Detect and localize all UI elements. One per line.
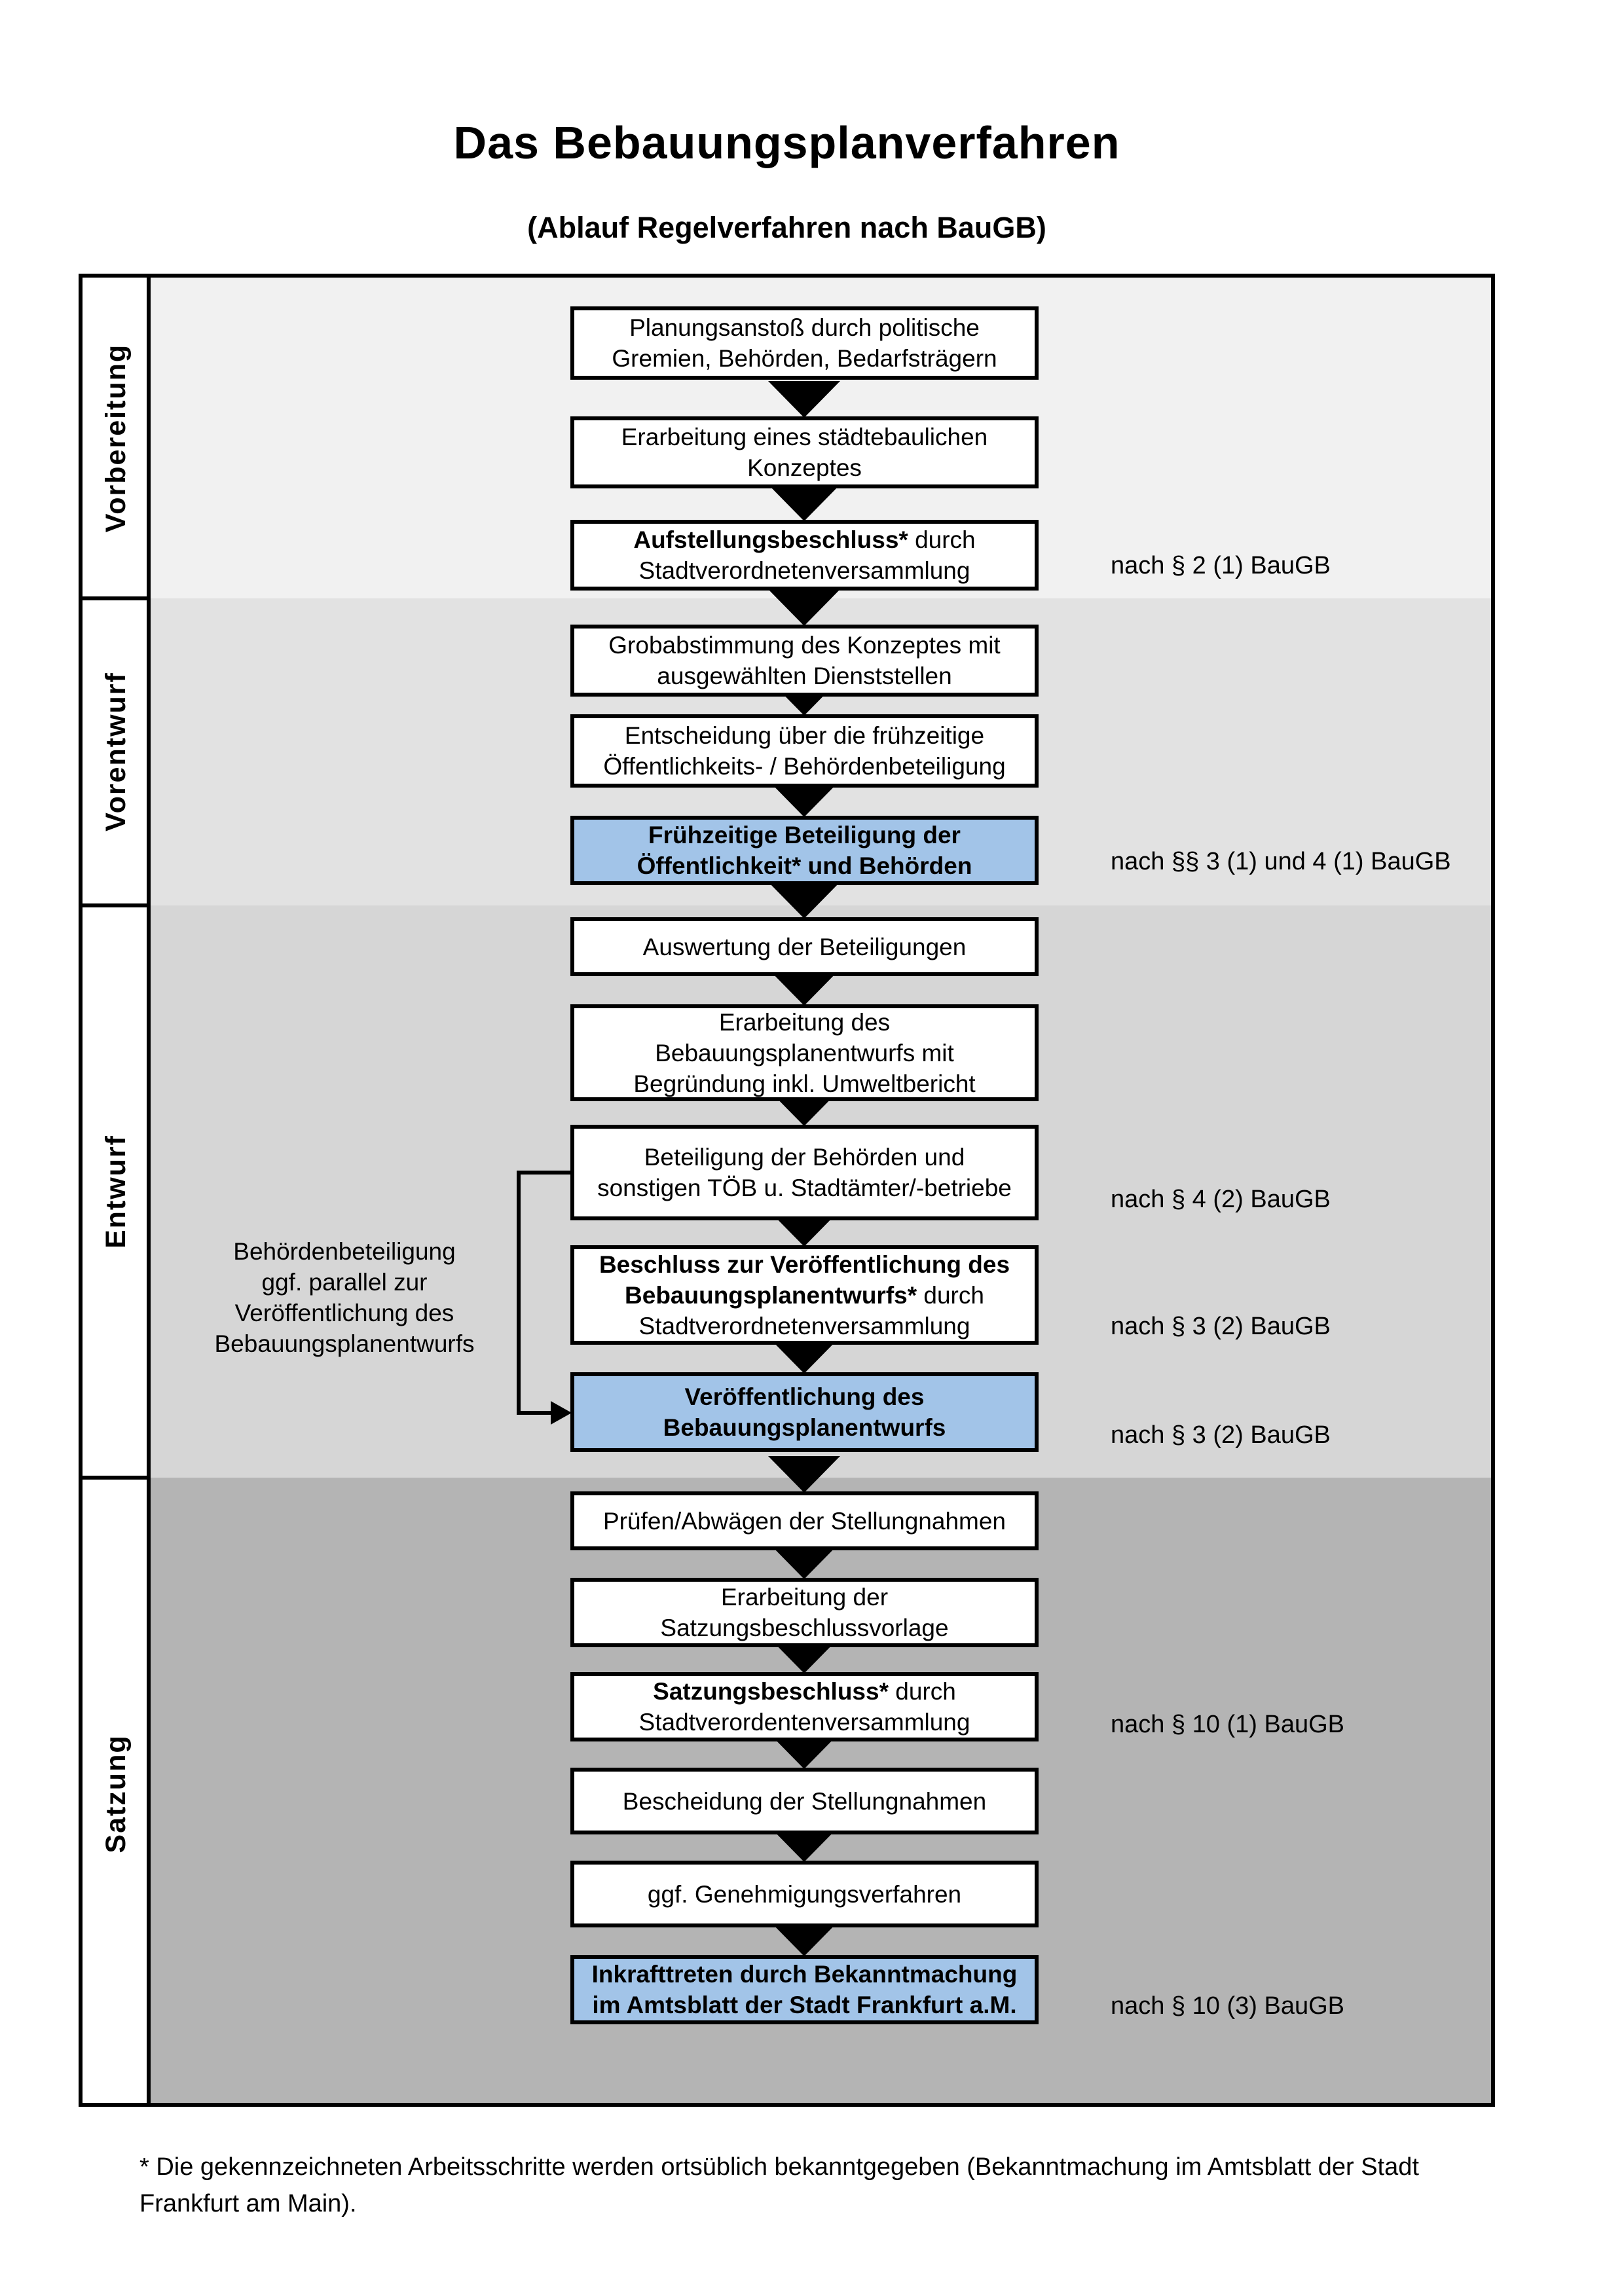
law-reference: nach § 10 (1) BauGB [1111, 1711, 1344, 1738]
law-reference: nach § 4 (2) BauGB [1111, 1186, 1331, 1213]
arrow-down-icon [768, 589, 840, 626]
step-text: Inkrafttreten durch Bekanntmachung im Am… [591, 1961, 1018, 2018]
law-reference: nach § 3 (2) BauGB [1111, 1421, 1331, 1449]
phase-divider-line [83, 1476, 147, 1480]
step-text: Prüfen/Abwägen der Stellungnahmen [602, 1507, 1006, 1535]
phase-label-satzung: Satzung [100, 1734, 132, 1853]
step-text: Beteiligung der Behörden und sonstigen T… [597, 1144, 1012, 1201]
phase-divider-line [83, 903, 147, 907]
step-aufstellungsbeschluss: Aufstellungsbeschluss* durch Stadtverord… [570, 520, 1039, 591]
step-auswertung-beteiligungen: Auswertung der Beteiligungen [570, 917, 1039, 976]
step-text: Erarbeitung des Bebauungsplanentwurfs mi… [633, 1008, 976, 1097]
arrow-down-icon [768, 484, 840, 521]
step-text: Frühzeitige Beteiligung der Öffentlichke… [637, 822, 972, 879]
page-subtitle: (Ablauf Regelverfahren nach BauGB) [527, 211, 1046, 244]
arrow-down-icon [768, 882, 840, 919]
phase-label-vorbereitung: Vorbereitung [100, 343, 132, 533]
step-text: Veröffentlichung des Bebauungsplanentwur… [663, 1383, 946, 1441]
law-reference: nach §§ 3 (1) und 4 (1) BauGB [1111, 848, 1451, 875]
step-text: Aufstellungsbeschluss* durch Stadtverord… [633, 526, 976, 584]
connector-line-vertical [517, 1171, 521, 1415]
law-reference: nach § 3 (2) BauGB [1111, 1313, 1331, 1340]
step-text: ggf. Genehmigungsverfahren [647, 1880, 962, 1908]
step-text: Grobabstimmung des Konzeptes mit ausgewä… [608, 632, 1001, 689]
step-inkrafttreten: Inkrafttreten durch Bekanntmachung im Am… [570, 1955, 1039, 2024]
step-grobabstimmung: Grobabstimmung des Konzeptes mit ausgewä… [570, 625, 1039, 697]
flowchart-frame: Vorbereitung Vorentwurf Entwurf Satzung … [79, 274, 1495, 2107]
step-text: Erarbeitung eines städtebaulichen Konzep… [621, 424, 988, 481]
page-title: Das Bebauungsplanverfahren [453, 117, 1120, 168]
phase-label-entwurf: Entwurf [100, 1134, 132, 1249]
arrow-right-icon [551, 1401, 572, 1425]
step-text: Planungsanstoß durch politische Gremien,… [612, 314, 997, 372]
footnote: * Die gekennzeichneten Arbeitsschritte w… [139, 2153, 1419, 2217]
step-text: Erarbeitung der Satzungsbeschlussvorlage [660, 1584, 949, 1641]
step-beschluss-veroeffentlichung: Beschluss zur Veröffentlichung des Bebau… [570, 1245, 1039, 1345]
phase-divider-line [83, 596, 147, 600]
label-column-divider [147, 278, 151, 2103]
step-satzungsbeschluss: Satzungsbeschluss* durch Stadtverordente… [570, 1672, 1039, 1741]
step-beteiligung-behoerden: Beteiligung der Behörden und sonstigen T… [570, 1125, 1039, 1220]
step-fruehzeitige-beteiligung: Frühzeitige Beteiligung der Öffentlichke… [570, 816, 1039, 885]
step-bescheidung-stellungnahmen: Bescheidung der Stellungnahmen [570, 1768, 1039, 1834]
step-veroeffentlichung-entwurf: Veröffentlichung des Bebauungsplanentwur… [570, 1372, 1039, 1452]
arrow-down-icon [768, 1456, 840, 1493]
phase-label-vorentwurf: Vorentwurf [100, 672, 132, 831]
step-text: Bescheidung der Stellungnahmen [622, 1787, 987, 1815]
step-erarbeitung-entwurf: Erarbeitung des Bebauungsplanentwurfs mi… [570, 1004, 1039, 1101]
law-reference: nach § 2 (1) BauGB [1111, 552, 1331, 579]
law-reference: nach § 10 (3) BauGB [1111, 1992, 1344, 2020]
step-text: Auswertung der Beteiligungen [642, 933, 967, 960]
arrow-down-icon [768, 381, 840, 418]
side-note-behoerdenbeteiligung: Behördenbeteiligung ggf. parallel zur Ve… [214, 1238, 475, 1357]
connector-line-top [517, 1171, 574, 1175]
step-pruefen-abwaegen: Prüfen/Abwägen der Stellungnahmen [570, 1491, 1039, 1550]
step-planungsanstoss: Planungsanstoß durch politische Gremien,… [570, 306, 1039, 380]
step-text: Beschluss zur Veröffentlichung des Bebau… [599, 1250, 1010, 1339]
step-text: Satzungsbeschluss* durch Stadtverordente… [638, 1678, 970, 1736]
step-entscheidung-beteiligung: Entscheidung über die frühzeitige Öffent… [570, 714, 1039, 788]
step-staedtebauliches-konzept: Erarbeitung eines städtebaulichen Konzep… [570, 416, 1039, 488]
connector-line-bottom [517, 1411, 553, 1415]
step-satzungsbeschlussvorlage: Erarbeitung der Satzungsbeschlussvorlage [570, 1578, 1039, 1647]
step-genehmigungsverfahren: ggf. Genehmigungsverfahren [570, 1861, 1039, 1927]
step-text: Entscheidung über die frühzeitige Öffent… [603, 722, 1006, 780]
